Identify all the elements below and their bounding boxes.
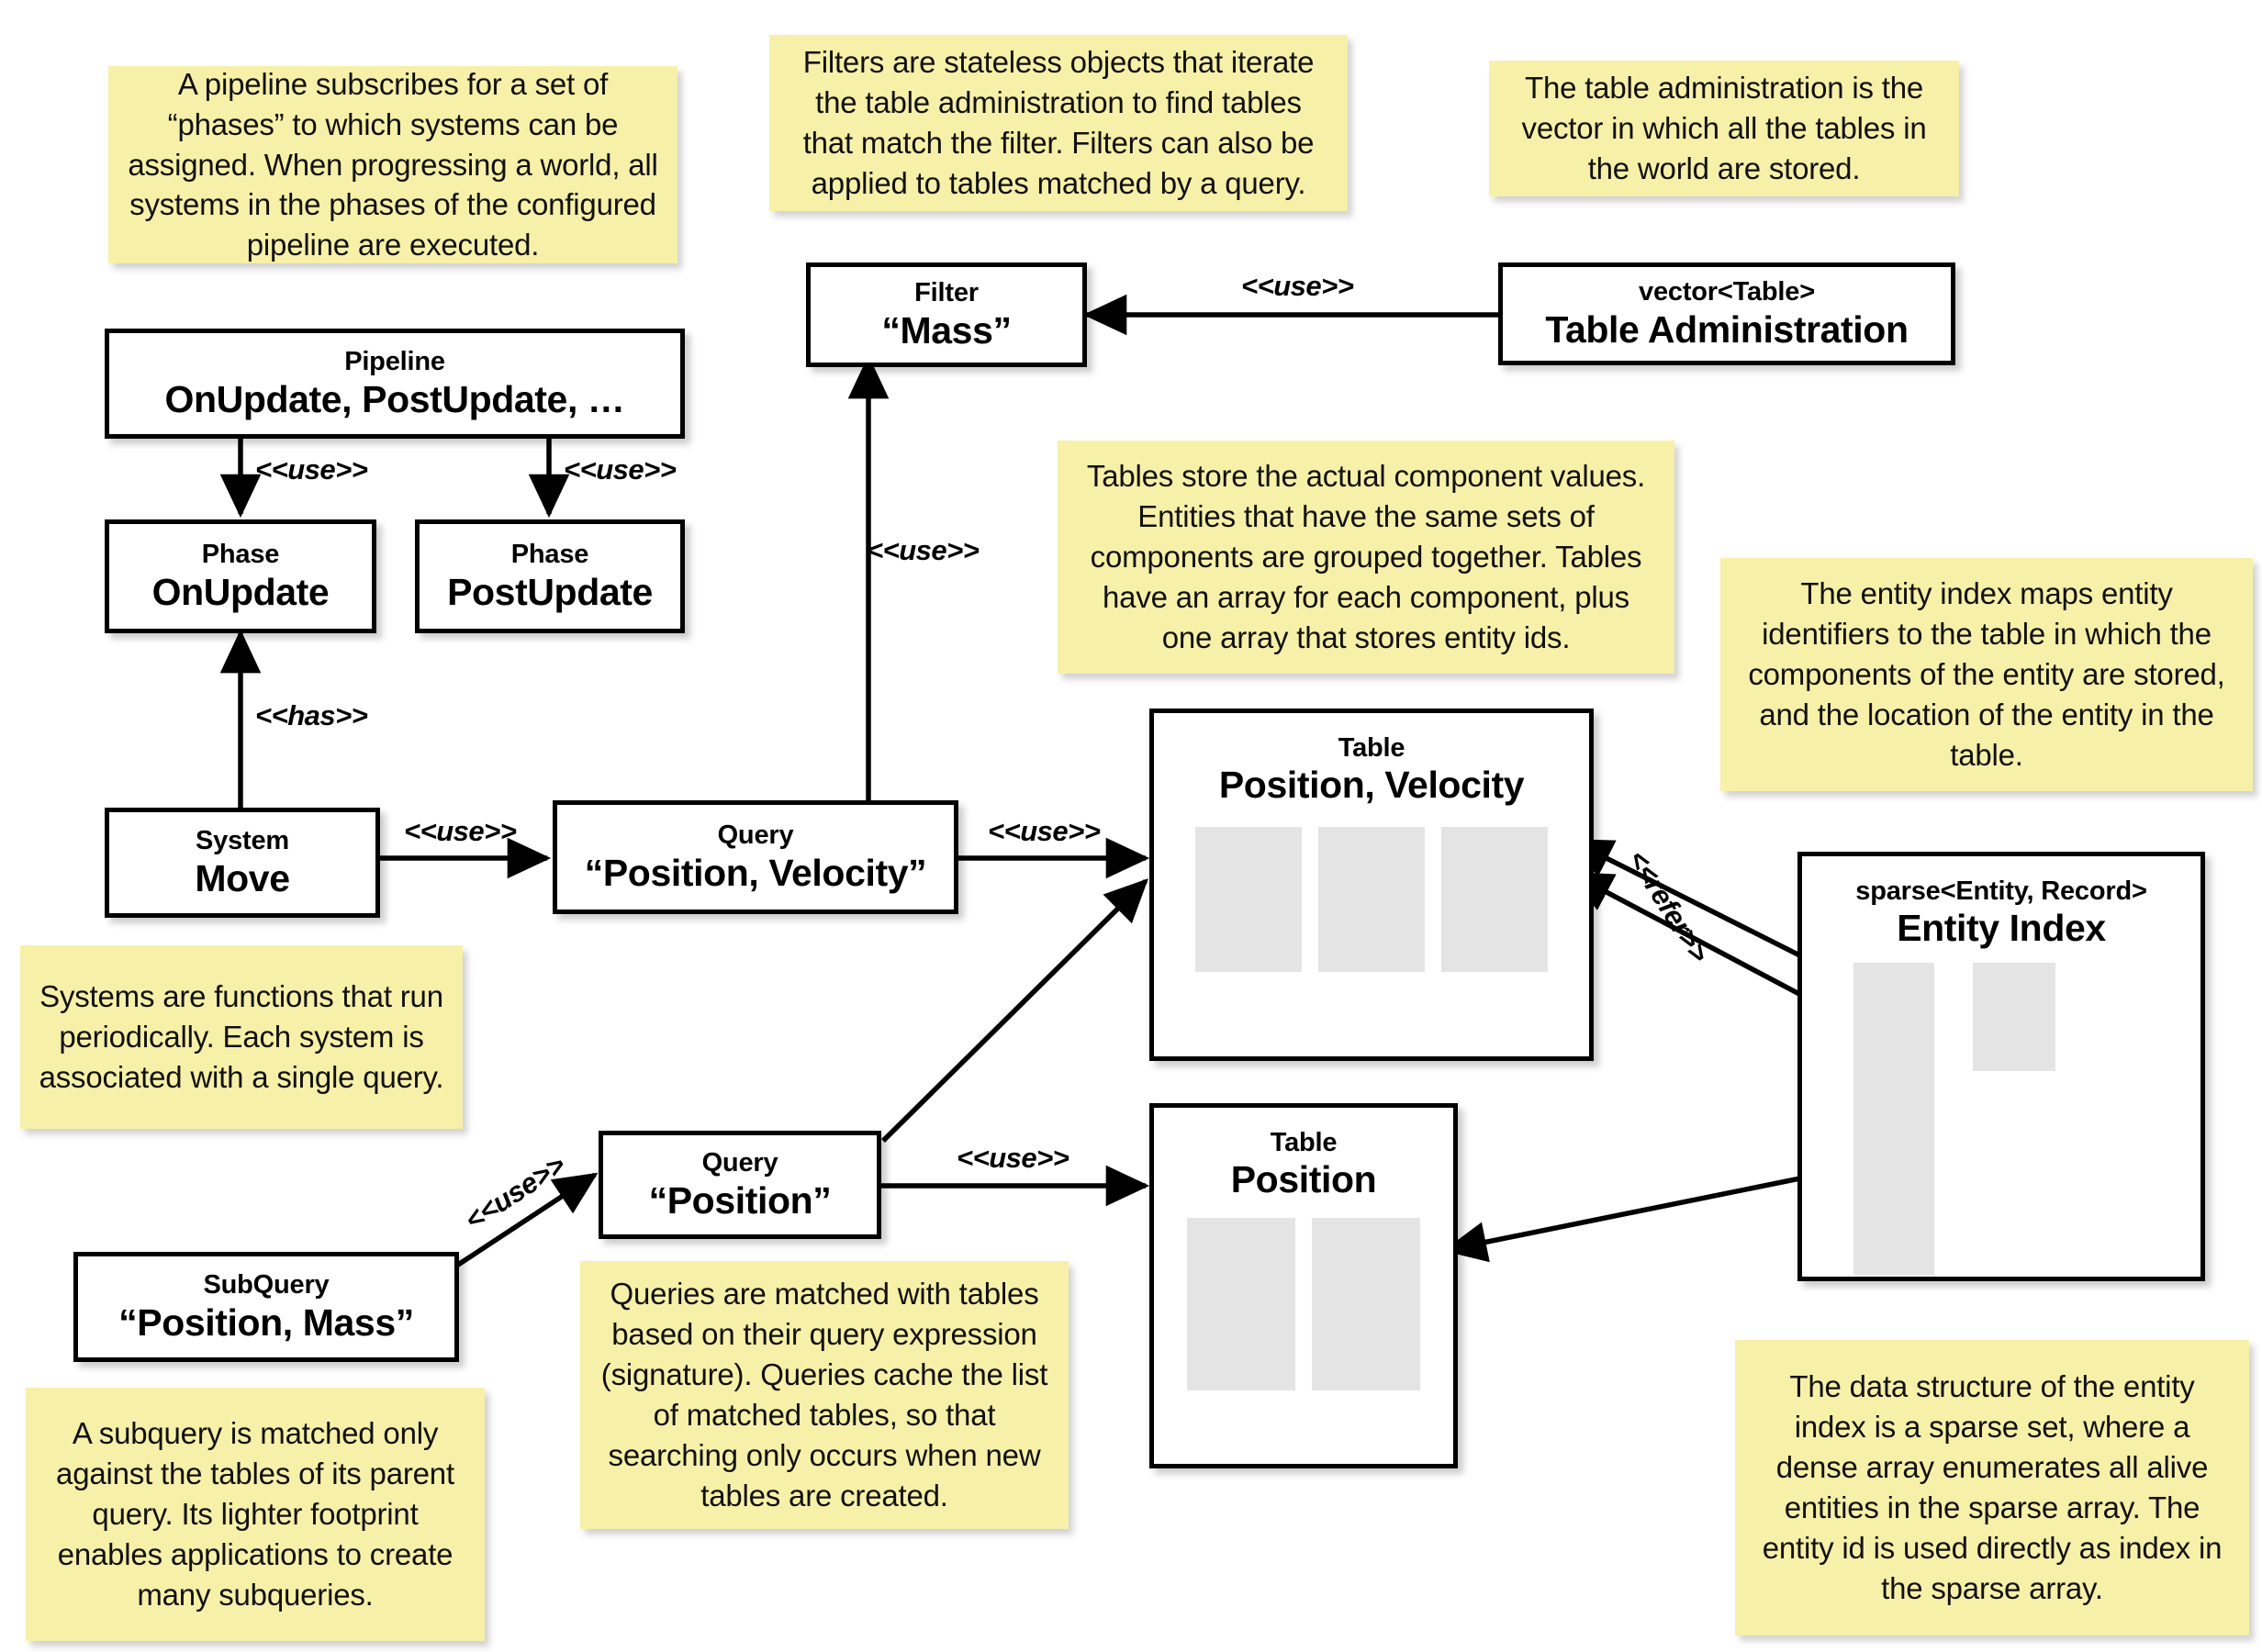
node-table-p-stereotype: Table — [1270, 1128, 1338, 1157]
node-table-pv-stereotype: Table — [1338, 733, 1405, 763]
edge-label-system-to-query: <<use>> — [404, 815, 517, 847]
note-table-administration: The table administration is the vector i… — [1489, 61, 1959, 196]
note-subquery-text: A subquery is matched only against the t… — [56, 1416, 454, 1612]
table-pv-columns — [1154, 826, 1589, 972]
node-entity-index-stereotype: sparse<Entity, Record> — [1855, 876, 2147, 906]
node-query-position-velocity-stereotype: Query — [717, 820, 794, 851]
note-pipeline: A pipeline subscribes for a set of “phas… — [108, 66, 677, 263]
node-pipeline-stereotype: Pipeline — [344, 347, 445, 377]
note-entity-index-text: The entity index maps entity identifiers… — [1748, 576, 2225, 772]
node-table-position[interactable]: Table Position — [1149, 1103, 1458, 1468]
note-pipeline-text: A pipeline subscribes for a set of “phas… — [128, 66, 658, 262]
node-filter-mass[interactable]: Filter “Mass” — [806, 262, 1087, 367]
note-filter: Filters are stateless objects that itera… — [769, 35, 1348, 211]
node-query-position-stereotype: Query — [701, 1148, 778, 1178]
node-table-position-velocity[interactable]: Table Position, Velocity — [1149, 709, 1594, 1061]
node-table-administration-name: Table Administration — [1545, 307, 1909, 351]
note-table: Tables store the actual component values… — [1058, 441, 1674, 674]
node-table-administration-stereotype: vector<Table> — [1639, 277, 1815, 307]
note-subquery: A subquery is matched only against the t… — [26, 1388, 485, 1641]
table-pv-column-3 — [1441, 826, 1548, 972]
table-pv-column-2 — [1318, 826, 1425, 972]
node-table-administration[interactable]: vector<Table> Table Administration — [1498, 262, 1955, 365]
note-query: Queries are matched with tables based on… — [580, 1261, 1069, 1529]
node-pipeline-name: OnUpdate, PostUpdate, … — [164, 377, 625, 420]
edge-label-query-p-to-table: <<use>> — [957, 1142, 1069, 1174]
note-entity-index: The entity index maps entity identifiers… — [1720, 558, 2253, 791]
entity-index-arrays — [1802, 962, 2200, 1277]
node-system-move[interactable]: System Move — [105, 808, 380, 918]
node-entity-index[interactable]: sparse<Entity, Record> Entity Index — [1797, 852, 2205, 1281]
edge-label-subquery-to-query: <<use>> — [459, 1148, 571, 1237]
edge-label-query-pv-to-table: <<use>> — [988, 815, 1101, 847]
node-table-p-name: Position — [1230, 1158, 1377, 1201]
node-phase-postupdate[interactable]: Phase PostUpdate — [415, 519, 685, 633]
node-subquery-position-mass[interactable]: SubQuery “Position, Mass” — [73, 1252, 459, 1362]
note-table-text: Tables store the actual component values… — [1086, 459, 1646, 654]
node-subquery-name: “Position, Mass” — [118, 1300, 414, 1344]
note-system: Systems are functions that run periodica… — [20, 945, 463, 1129]
edge-label-tableadmin-to-filter: <<use>> — [1241, 270, 1354, 302]
entity-index-dense-array — [1973, 962, 2055, 1071]
node-phase-postupdate-name: PostUpdate — [447, 570, 653, 613]
table-pv-column-1 — [1195, 826, 1302, 972]
edge-label-system-to-phase: <<has>> — [255, 699, 368, 731]
node-system-move-name: Move — [195, 856, 290, 899]
table-p-column-2 — [1312, 1217, 1420, 1390]
node-pipeline[interactable]: Pipeline OnUpdate, PostUpdate, … — [105, 329, 685, 439]
node-entity-index-name: Entity Index — [1897, 907, 2106, 950]
note-system-text: Systems are functions that run periodica… — [39, 979, 444, 1094]
node-phase-onupdate-stereotype: Phase — [201, 540, 280, 570]
edge-label-pipeline-to-postupdate: <<use>> — [564, 453, 677, 486]
node-query-position-velocity-name: “Position, Velocity” — [584, 851, 927, 894]
node-query-position-name: “Position” — [648, 1178, 832, 1222]
node-filter-mass-stereotype: Filter — [914, 278, 979, 308]
node-phase-postupdate-stereotype: Phase — [510, 540, 589, 570]
edge-label-entityindex-to-table: <<refer>> — [1621, 844, 1716, 968]
node-query-position[interactable]: Query “Position” — [599, 1131, 881, 1239]
node-phase-onupdate[interactable]: Phase OnUpdate — [105, 519, 376, 633]
note-filter-text: Filters are stateless objects that itera… — [802, 45, 1315, 200]
table-p-column-1 — [1187, 1217, 1295, 1390]
entity-index-sparse-array — [1853, 962, 1934, 1275]
table-p-columns — [1154, 1217, 1453, 1390]
note-query-text: Queries are matched with tables based on… — [600, 1277, 1048, 1512]
note-sparse-set-text: The data structure of the entity index i… — [1762, 1369, 2223, 1605]
note-sparse-set: The data structure of the entity index i… — [1735, 1340, 2249, 1635]
node-query-position-velocity[interactable]: Query “Position, Velocity” — [553, 800, 958, 914]
node-system-move-stereotype: System — [196, 826, 289, 856]
edge-label-pipeline-to-onupdate: <<use>> — [255, 453, 368, 486]
node-phase-onupdate-name: OnUpdate — [151, 570, 330, 613]
node-table-pv-name: Position, Velocity — [1218, 764, 1525, 807]
node-filter-mass-name: “Mass” — [881, 308, 1012, 352]
edge-label-query-to-filter: <<use>> — [867, 534, 980, 566]
edge-query-p-to-table-pv — [881, 878, 1148, 1143]
note-table-administration-text: The table administration is the vector i… — [1521, 71, 1927, 185]
node-subquery-stereotype: SubQuery — [203, 1270, 330, 1300]
